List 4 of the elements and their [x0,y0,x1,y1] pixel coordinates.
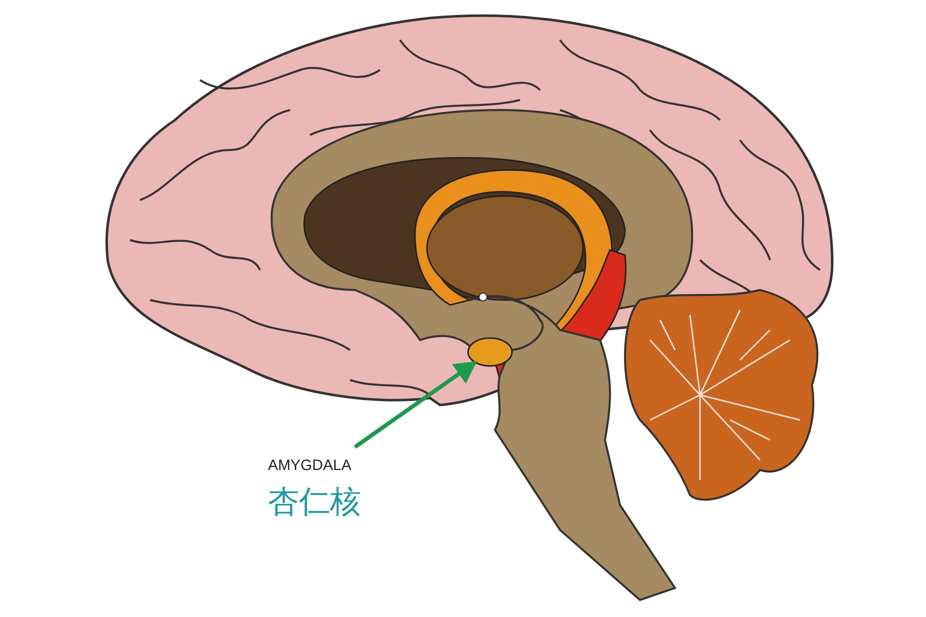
label-text: AMYGDALA [268,456,352,476]
leader-arrow [354,360,477,449]
amygdala-shape [467,337,513,367]
chinese-label-text: 杏仁核 [268,482,361,520]
